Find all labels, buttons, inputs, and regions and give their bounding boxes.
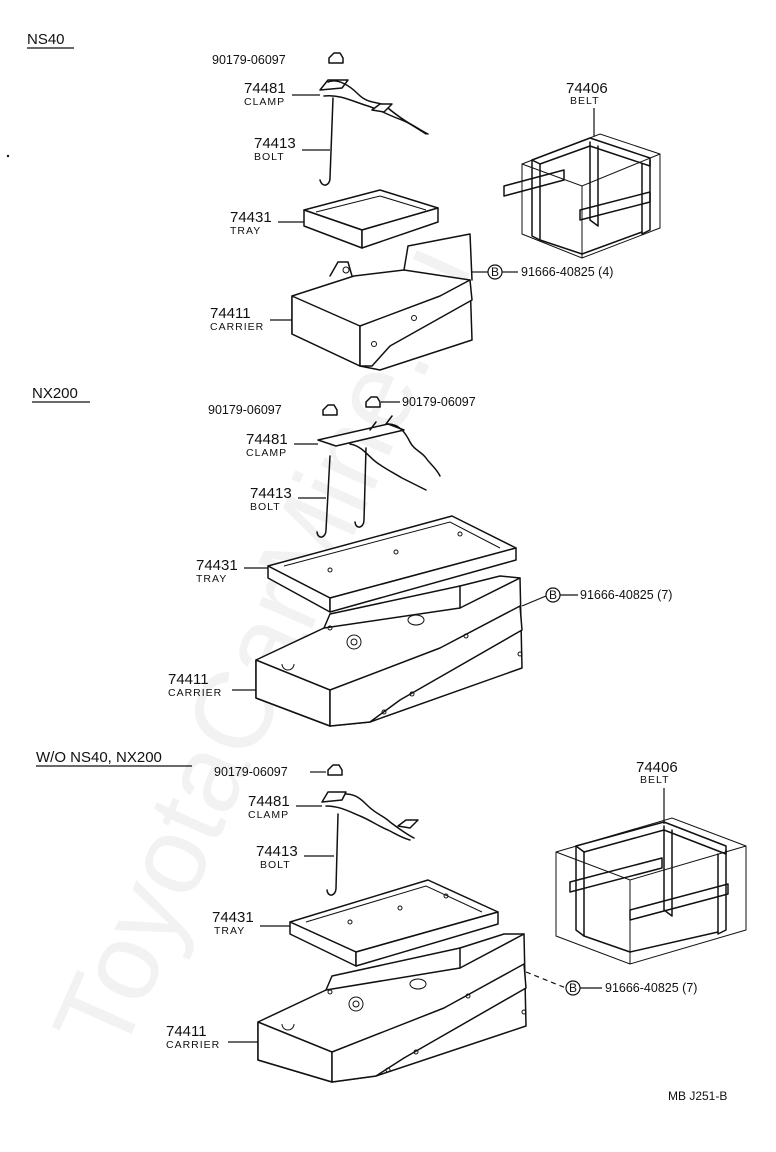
tray-part-number: 74431 (230, 209, 272, 226)
clamp-part-number: 74481 (246, 431, 288, 448)
clamp-drawing (321, 791, 419, 841)
carrier-part-number: 74411 (166, 1023, 207, 1040)
nut-part-number: 90179-06097 (214, 765, 288, 779)
b-part-number: 91666-40825 (4) (521, 265, 613, 279)
bolt-part-number: 74413 (256, 843, 298, 860)
tray-drawing (289, 879, 499, 967)
tray-drawing (303, 189, 439, 249)
bolt-drawing (316, 447, 367, 538)
carrier-label: CARRIER (168, 687, 222, 699)
tray-part-number: 74431 (196, 557, 238, 574)
section-ns40: NS40 90179-06097 74481 CLAMP 74413 BOLT … (27, 31, 661, 371)
stray-dot (6, 154, 10, 158)
section-title: W/O NS40, NX200 (36, 749, 162, 766)
bolt-part-number: 74413 (250, 485, 292, 502)
b-leader-line (521, 595, 547, 607)
b-marker: B (491, 265, 499, 279)
diagram-code: MB J251-B (668, 1089, 727, 1103)
belt-part-number: 74406 (566, 80, 608, 97)
carrier-part-number: 74411 (168, 671, 209, 688)
nut-part-number: 90179-06097 (212, 53, 286, 67)
section-wo-ns40-nx200: W/O NS40, NX200 90179-06097 74481 CLAMP … (36, 749, 747, 1083)
carrier-drawing (255, 575, 523, 727)
nut-icon (327, 764, 343, 776)
bolt-label: BOLT (254, 151, 285, 163)
nut2-part-number: 90179-06097 (402, 395, 476, 409)
section-title: NX200 (32, 385, 78, 402)
clamp-label: CLAMP (248, 809, 289, 821)
tray-label: TRAY (230, 225, 261, 237)
clamp-label: CLAMP (244, 96, 285, 108)
b-leader-line (525, 971, 567, 989)
tray-part-number: 74431 (212, 909, 254, 926)
bolt-part-number: 74413 (254, 135, 296, 152)
carrier-label: CARRIER (210, 321, 264, 333)
nut-icon (322, 404, 338, 416)
clamp-drawing (319, 79, 429, 135)
belt-part-number: 74406 (636, 759, 678, 776)
carrier-part-number: 74411 (210, 305, 251, 322)
nut-icon (328, 52, 344, 64)
belt-label: BELT (640, 774, 669, 786)
nut-part-number: 90179-06097 (208, 403, 282, 417)
carrier-drawing (291, 233, 473, 371)
clamp-label: CLAMP (246, 447, 287, 459)
clamp-part-number: 74481 (244, 80, 286, 97)
b-marker: B (569, 981, 577, 995)
bolt-label: BOLT (250, 501, 281, 513)
nut-icon (365, 396, 381, 408)
carrier-label: CARRIER (166, 1039, 220, 1051)
carrier-drawing (257, 933, 527, 1083)
tray-drawing (267, 515, 517, 613)
bolt-label: BOLT (260, 859, 291, 871)
belt-drawing (503, 133, 661, 259)
tray-label: TRAY (196, 573, 227, 585)
belt-drawing (555, 817, 747, 965)
b-marker: B (549, 588, 557, 602)
tray-label: TRAY (214, 925, 245, 937)
section-nx200: NX200 90179-06097 90179-06097 74481 CLAM… (32, 385, 672, 727)
b-part-number: 91666-40825 (7) (580, 588, 672, 602)
belt-label: BELT (570, 95, 599, 107)
b-part-number: 91666-40825 (7) (605, 981, 697, 995)
bolt-drawing (319, 97, 334, 186)
clamp-drawing (317, 415, 441, 491)
section-title: NS40 (27, 31, 65, 48)
clamp-part-number: 74481 (248, 793, 290, 810)
bolt-drawing (326, 813, 339, 896)
